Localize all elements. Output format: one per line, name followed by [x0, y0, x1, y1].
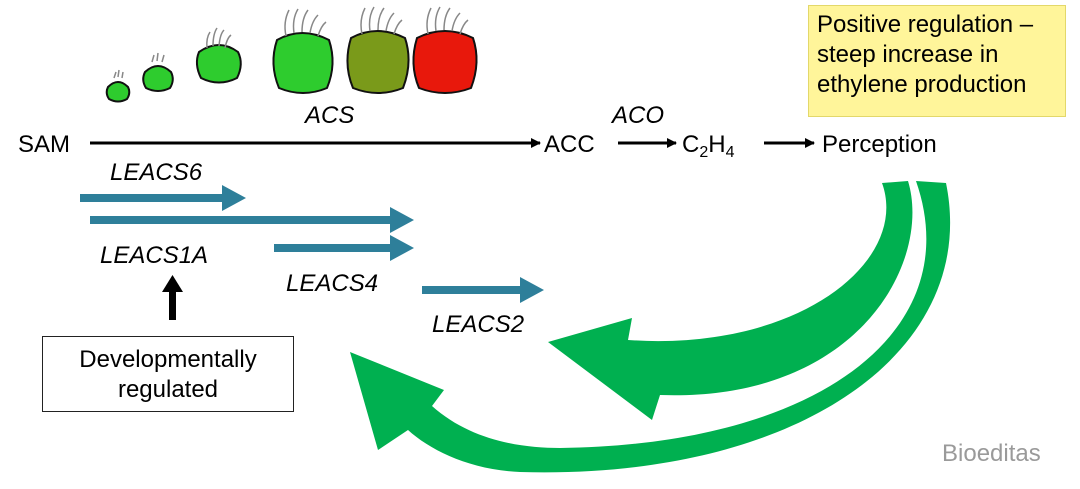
leacs1a-arrow — [90, 207, 414, 233]
acs-label: ACS — [305, 102, 355, 129]
leacs6-label: LEACS6 — [110, 159, 203, 186]
aco-label: ACO — [612, 102, 665, 129]
perception-label: Perception — [822, 131, 937, 158]
positive-regulation-line2: steep increase in — [817, 41, 999, 68]
tomato-small-green-1-icon — [105, 69, 131, 103]
leacs6-arrow — [80, 185, 246, 211]
leacs1a-label: LEACS1A — [100, 242, 209, 269]
feedback-arrow-inner — [548, 181, 913, 420]
sam-label: SAM — [18, 131, 71, 158]
ethylene-label: C2H4 — [682, 131, 735, 162]
tomato-breaker-olive-icon — [346, 6, 410, 94]
leacs4-arrow — [274, 235, 414, 261]
gene-arrows — [80, 185, 544, 303]
leacs2-arrow — [422, 277, 544, 303]
feedback-arrows — [350, 181, 951, 473]
developmental-up-arrow — [162, 275, 183, 320]
developmental-line2: regulated — [117, 376, 219, 403]
developmentally-regulated-box: Developmentally regulated — [42, 336, 294, 412]
developmental-line1: Developmentally — [79, 346, 257, 373]
leacs2-label: LEACS2 — [432, 311, 525, 338]
tomato-large-green-icon — [272, 8, 334, 94]
tomato-stages — [105, 6, 478, 103]
positive-regulation-box: Positive regulation – steep increase in … — [808, 5, 1066, 117]
tomato-ripe-red-icon — [412, 6, 478, 94]
positive-regulation-line3: ethylene production — [817, 71, 1027, 98]
positive-regulation-line1: Positive regulation – — [817, 11, 1034, 38]
tomato-medium-green-icon — [195, 27, 242, 84]
tomato-small-green-2-icon — [142, 52, 174, 92]
acc-label: ACC — [544, 131, 595, 158]
bioeditas-watermark: Bioeditas — [942, 440, 1041, 467]
leacs4-label: LEACS4 — [286, 270, 379, 297]
